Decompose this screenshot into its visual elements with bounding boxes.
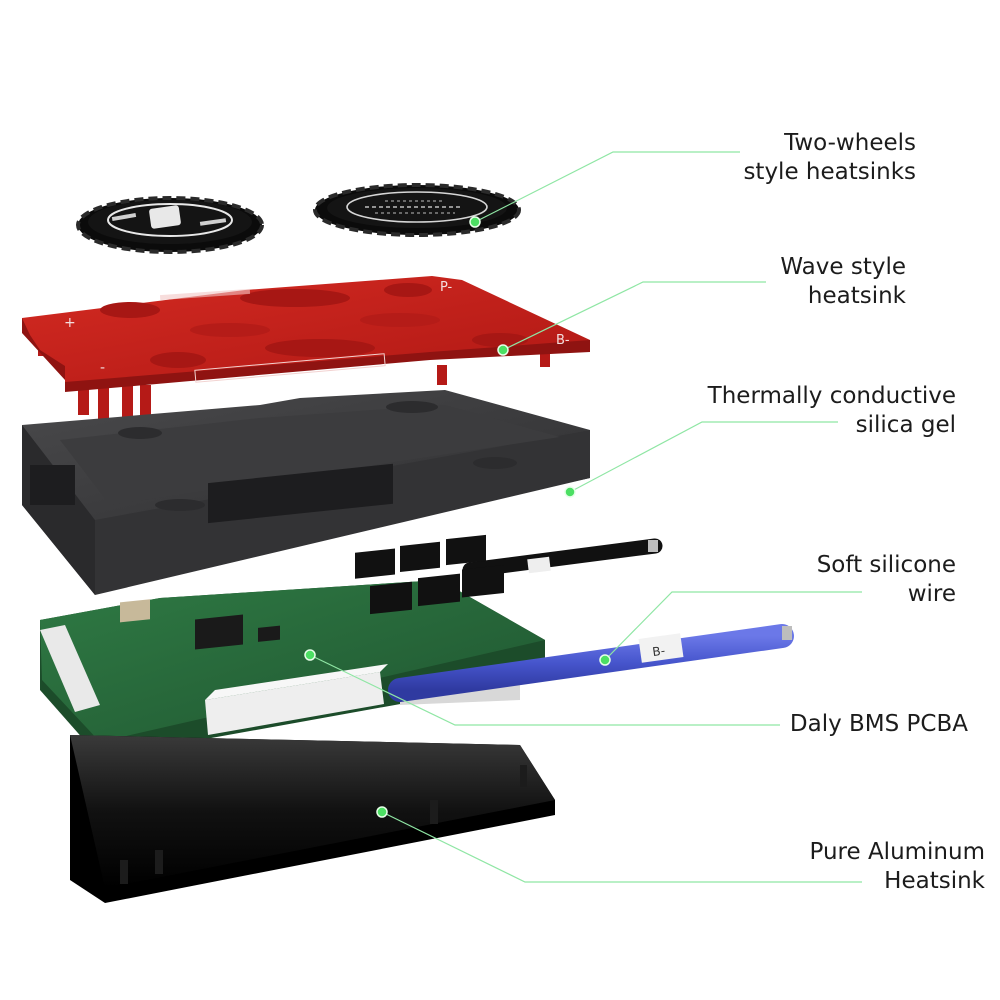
callout-aluminum-line-1: Pure Aluminum bbox=[809, 838, 985, 867]
callout-gel-line-2: silica gel bbox=[708, 411, 956, 440]
callout-two-wheels-line-2: style heatsinks bbox=[743, 158, 916, 187]
aluminum-plate-top bbox=[70, 735, 555, 888]
aluminum-heatsink bbox=[70, 735, 555, 903]
wheel-heatsink-right bbox=[315, 185, 519, 235]
two-wheels-heatsinks bbox=[78, 185, 519, 252]
callout-wire-line-2: wire bbox=[817, 580, 956, 609]
marker-wire bbox=[600, 655, 610, 665]
callout-wave-line-2: heatsink bbox=[780, 282, 906, 311]
wire-label: B- bbox=[652, 644, 666, 660]
plate-plus-label: + bbox=[64, 315, 76, 331]
marker-aluminum bbox=[377, 807, 387, 817]
plate-b-minus-label: B- bbox=[556, 333, 570, 348]
callout-gel-line-1: Thermally conductive bbox=[708, 382, 956, 411]
callout-pcba: Daly BMS PCBA bbox=[790, 710, 968, 739]
callout-aluminum: Pure Aluminum Heatsink bbox=[809, 838, 985, 896]
marker-two-wheels bbox=[470, 217, 480, 227]
callout-wire: Soft silicone wire bbox=[817, 551, 956, 609]
callout-aluminum-line-2: Heatsink bbox=[809, 867, 985, 896]
callout-wire-line-1: Soft silicone bbox=[817, 551, 956, 580]
callout-gel: Thermally conductive silica gel bbox=[708, 382, 956, 440]
callout-two-wheels: Two-wheels style heatsinks bbox=[743, 129, 916, 187]
callout-wave: Wave style heatsink bbox=[780, 253, 906, 311]
marker-gel bbox=[565, 487, 575, 497]
callout-two-wheels-line-1: Two-wheels bbox=[743, 129, 916, 158]
silica-gel-case bbox=[22, 390, 658, 595]
plate-minus-label: - bbox=[100, 360, 105, 376]
wheel-heatsink-left bbox=[78, 198, 262, 252]
marker-wave bbox=[498, 345, 508, 355]
callout-wave-line-1: Wave style bbox=[780, 253, 906, 282]
marker-pcba bbox=[305, 650, 315, 660]
plate-p-minus-label: P- bbox=[440, 280, 453, 295]
callout-pcba-line-1: Daly BMS PCBA bbox=[790, 710, 968, 739]
